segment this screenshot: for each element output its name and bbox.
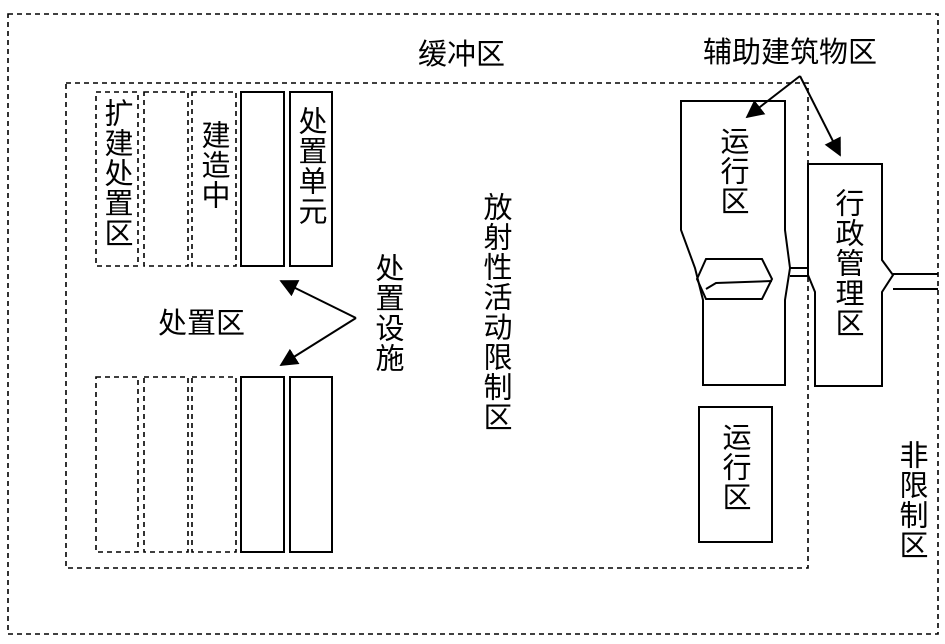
admin-area-label: 行政管理区 — [831, 188, 865, 338]
expansion-column-lower-2 — [144, 377, 188, 552]
operation-hexagon-inner-line — [706, 281, 772, 289]
aux-buildings-label: 辅助建筑物区 — [703, 35, 877, 69]
operation-hexagon — [697, 259, 772, 299]
disposal-unit-lower-1 — [241, 377, 284, 552]
buffer-zone-boundary — [8, 14, 938, 634]
operation-area-lower-label: 运行区 — [718, 422, 752, 512]
expansion-disposal-label: 扩建处置区 — [100, 98, 134, 248]
expansion-column-upper-2 — [144, 92, 188, 266]
disposal-facility-label: 处置设施 — [371, 253, 405, 373]
unrestricted-area-label: 非限制区 — [895, 440, 929, 560]
disposal-unit-upper-1 — [241, 92, 284, 266]
disposal-area-label: 处置区 — [158, 306, 245, 340]
operation-area-upper-label: 运行区 — [716, 126, 750, 216]
construction-column-lower — [192, 377, 236, 552]
facility-arrow-lower — [281, 318, 356, 365]
buffer-zone-label: 缓冲区 — [418, 37, 505, 71]
restricted-area-label: 放射性活动限制区 — [479, 192, 513, 432]
facility-arrow-upper — [281, 281, 356, 318]
disposal-unit-lower-2 — [290, 377, 332, 552]
aux-arrow-to-admin — [800, 76, 840, 155]
aux-arrow-to-operation — [747, 76, 800, 117]
disposal-unit-label: 处置单元 — [294, 106, 328, 226]
expansion-column-lower-1 — [96, 377, 138, 552]
under-construction-label: 建造中 — [197, 120, 231, 210]
